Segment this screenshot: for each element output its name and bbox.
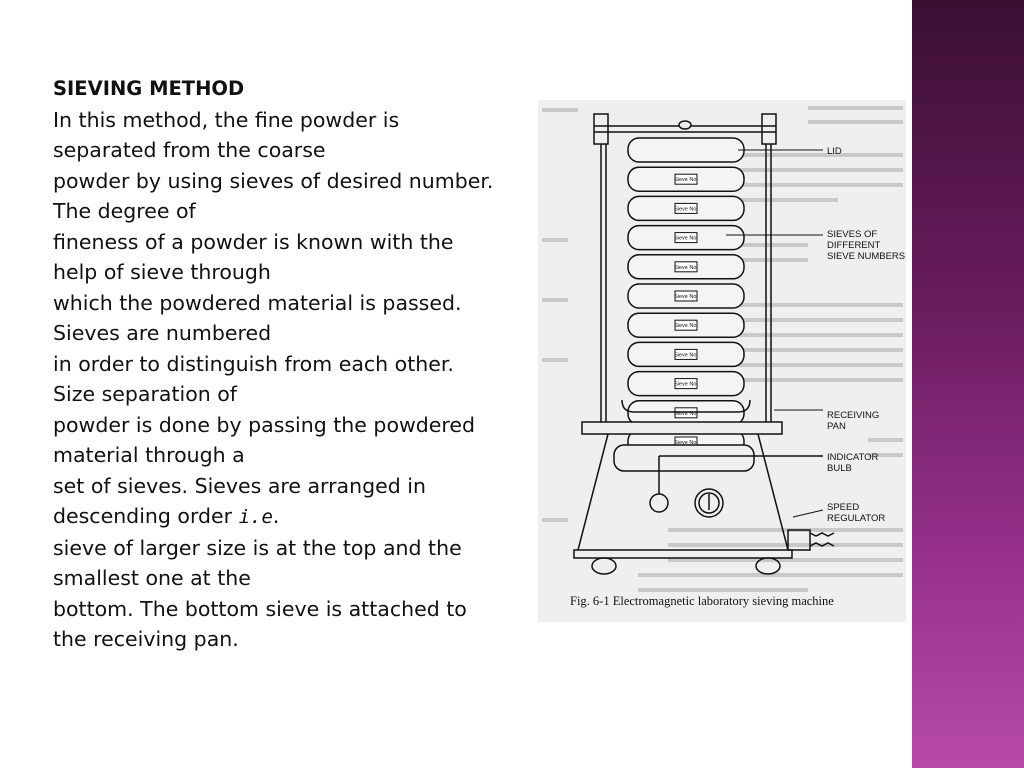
leader-lines: [726, 149, 824, 518]
machine-base: [573, 433, 835, 575]
label-speed-1: SPEED: [827, 502, 859, 513]
sieve-number-tag: [674, 173, 698, 185]
label-indicator-1: INDICATOR: [827, 452, 879, 463]
label-receiving-2: PAN: [827, 421, 846, 432]
body-line: Size separation of: [53, 382, 237, 406]
body-lines: In this method, the fine powder is separ…: [53, 105, 553, 655]
sieve-number-label: Sieve No.: [674, 382, 698, 388]
sieve-number-tag: [674, 261, 698, 273]
sieve-lid: [627, 137, 745, 163]
sieve-number-tag: [674, 378, 698, 390]
sieving-machine-drawing: Sieve No. Sieve No. Sieve No. Sieve No. Siev…: [542, 106, 905, 608]
body-line-descending: descending order i.e.: [53, 501, 553, 533]
body-line: material through a: [53, 443, 245, 467]
decorative-sidebar: [912, 0, 1024, 768]
sieve-stack: Sieve No. Sieve No. Sieve No. Sieve No. Siev…: [627, 137, 745, 455]
sieve-number-label: Sieve No.: [674, 236, 698, 242]
body-line: which the powdered material is passed.: [53, 290, 462, 315]
label-indicator-2: BULB: [827, 463, 852, 474]
label-lid: LID: [827, 146, 842, 157]
receiving-pan: [581, 399, 783, 435]
body-line: In this method, the fine powder is: [53, 107, 400, 132]
sieve-number-tag: [674, 407, 698, 419]
sieve-number-tag: [674, 319, 698, 331]
label-sieves-3: SIEVE NUMBERS: [827, 251, 905, 262]
slide-heading: SIEVING METHOD: [53, 77, 245, 100]
slide-text: SIEVING METHOD In this method, the fine …: [53, 74, 553, 655]
label-speed-2: REGULATOR: [827, 513, 885, 524]
body-line: bottom. The bottom sieve is attached to: [53, 596, 467, 621]
body-line: smallest one at the: [53, 566, 251, 590]
body-line: The degree of: [53, 199, 196, 223]
body-line: Sieves are numbered: [53, 321, 272, 345]
body-line: sieve of larger size is at the top and t…: [53, 535, 462, 560]
body-line: separated from the coarse: [53, 138, 326, 162]
label-sieves-2: DIFFERENT: [827, 240, 881, 251]
body-line: help of sieve through: [53, 260, 271, 284]
label-sieves-1: SIEVES OF: [827, 229, 877, 240]
body-line: in order to distinguish from each other.: [53, 351, 454, 376]
sieving-machine-figure: Sieve No. Sieve No. Sieve No. Sieve No. Siev…: [538, 100, 906, 622]
sieve-number-tag: [674, 290, 698, 302]
sieve-number-tag: [674, 348, 698, 360]
body-line: the receiving pan.: [53, 627, 239, 651]
sieve-number-label: Sieve No.: [674, 206, 698, 212]
sieve-number-tag: [674, 232, 698, 244]
sieve-number-label: Sieve No.: [674, 440, 698, 446]
body-line: fineness of a powder is known with the: [53, 229, 454, 254]
descending-suffix: .: [272, 504, 280, 528]
label-receiving-1: RECEIVING: [827, 410, 879, 421]
callout-labels: LID SIEVES OF DIFFERENT SIEVE NUMBERS RE…: [827, 146, 905, 524]
body-line: set of sieves. Sieves are arranged in: [53, 473, 426, 498]
sieve-number-label: Sieve No.: [674, 265, 698, 271]
sieve-number-label: Sieve No.: [674, 352, 698, 358]
descending-prefix: descending order: [53, 504, 239, 528]
descending-emphasis: i.e: [238, 506, 273, 528]
sieve-number-label: Sieve No.: [674, 177, 698, 183]
body-line: powder is done by passing the powdered: [53, 412, 475, 437]
sieve-number-tag: [674, 202, 698, 214]
sieve-number-label: Sieve No.: [674, 411, 698, 417]
sieve-number-label: Sieve No.: [674, 294, 698, 300]
figure-caption: Fig. 6-1 Electromagnetic laboratory siev…: [570, 594, 834, 608]
body-line: powder by using sieves of desired number…: [53, 168, 494, 193]
frame-posts: [593, 113, 777, 422]
sieve-number-label: Sieve No.: [674, 323, 698, 329]
